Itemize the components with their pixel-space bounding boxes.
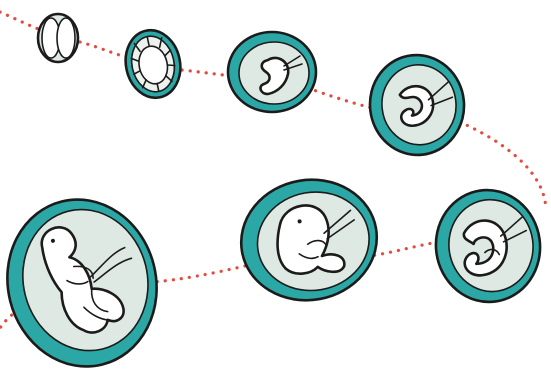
blastocyst-stage [120, 25, 187, 103]
developing-embryo-stage [232, 169, 387, 311]
limb-bud-embryo-stage [429, 183, 548, 308]
curled-embryo-stage [365, 50, 469, 159]
cell-right [57, 18, 75, 58]
fetus-stage [0, 184, 174, 381]
early-embryo-stage [228, 32, 316, 112]
two-cell-stage [38, 14, 78, 62]
